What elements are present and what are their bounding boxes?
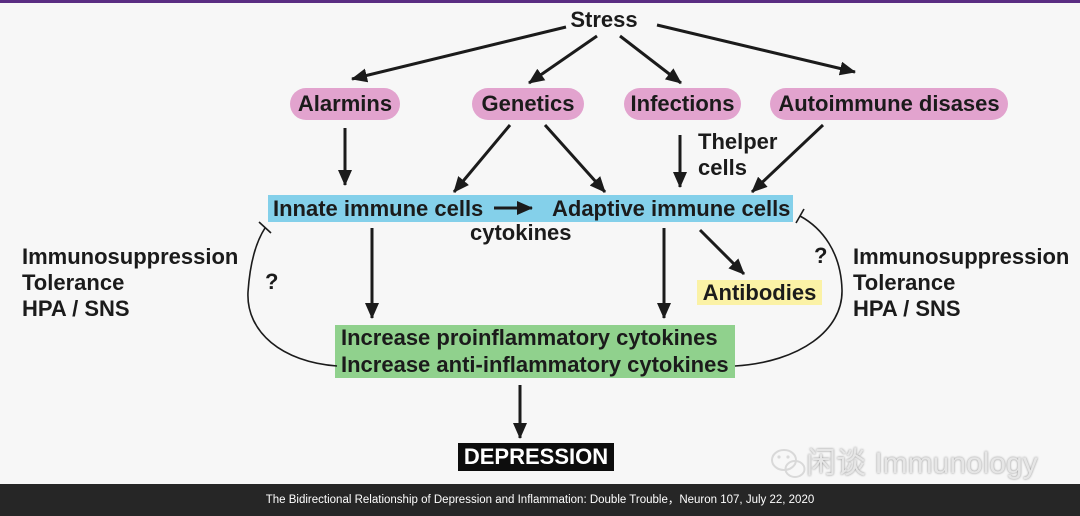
node-innate-immune-cells: Innate immune cells xyxy=(273,196,484,221)
node-stress: Stress xyxy=(570,7,638,32)
feedback-left-labels: Immunosuppression Tolerance HPA / SNS xyxy=(22,244,238,322)
feedback-left-line-2: Tolerance xyxy=(22,270,125,295)
feedback-left-line-1: Immunosuppression xyxy=(22,244,239,269)
node-cytokine-effects: Increase proinflammatory cytokines Incre… xyxy=(335,325,735,378)
node-alarmins-label: Alarmins xyxy=(297,91,393,116)
footer-citation: The Bidirectional Relationship of Depres… xyxy=(0,484,1080,516)
node-infections: Infections xyxy=(624,88,741,120)
feedback-left-line-3: HPA / SNS xyxy=(22,296,130,321)
node-alarmins: Alarmins xyxy=(290,88,400,120)
cytokines-edge-label: cytokines xyxy=(470,220,572,245)
inhibition-bar-left xyxy=(258,221,272,234)
thelper-cells-label: Thelper cells xyxy=(698,129,777,181)
feedback-right-labels: Immunosuppression Tolerance HPA / SNS xyxy=(853,244,1069,322)
node-depression: DEPRESSION xyxy=(458,443,614,471)
node-adaptive-immune-cells: Adaptive immune cells xyxy=(552,196,791,221)
question-mark-left: ? xyxy=(265,269,279,294)
arrow-stress-to-autoimmune xyxy=(656,23,856,76)
arrow-genetics-to-adaptive xyxy=(543,123,607,194)
arrow-genetics-to-innate xyxy=(452,124,512,193)
node-autoimmune-diseases: Autoimmune disases xyxy=(770,88,1008,120)
feedback-right-line-2: Tolerance xyxy=(853,270,956,295)
thelper-line-1: Thelper xyxy=(698,129,778,154)
node-genetics: Genetics xyxy=(472,88,584,120)
arrow-stress-to-infections xyxy=(619,34,682,85)
cytokine-effect-line-1: Increase proinflammatory cytokines xyxy=(341,325,718,350)
node-antibodies: Antibodies xyxy=(697,280,822,305)
thelper-line-2: cells xyxy=(698,155,747,180)
top-border-line xyxy=(0,0,1080,3)
node-infections-label: Infections xyxy=(630,91,735,116)
feedback-curve-left xyxy=(247,227,338,367)
cytokine-effect-line-2: Increase anti-inflammatory cytokines xyxy=(341,351,729,377)
node-genetics-label: Genetics xyxy=(481,91,575,116)
watermark-text: 闲谈 Immunology xyxy=(806,447,1038,480)
wechat-icon xyxy=(771,449,806,478)
arrow-adaptive-to-antibodies xyxy=(698,228,746,276)
arrow-stress-to-genetics xyxy=(528,34,598,85)
arrow-stress-to-alarmins xyxy=(351,25,567,83)
inhibition-bar-right xyxy=(795,208,805,224)
feedback-right-line-1: Immunosuppression xyxy=(853,244,1070,269)
node-autoimmune-label: Autoimmune disases xyxy=(778,91,1000,116)
immune-cells-bar: Innate immune cells Adaptive immune cell… xyxy=(268,195,793,222)
feedback-right-line-3: HPA / SNS xyxy=(853,296,961,321)
question-mark-right: ? xyxy=(814,243,828,268)
